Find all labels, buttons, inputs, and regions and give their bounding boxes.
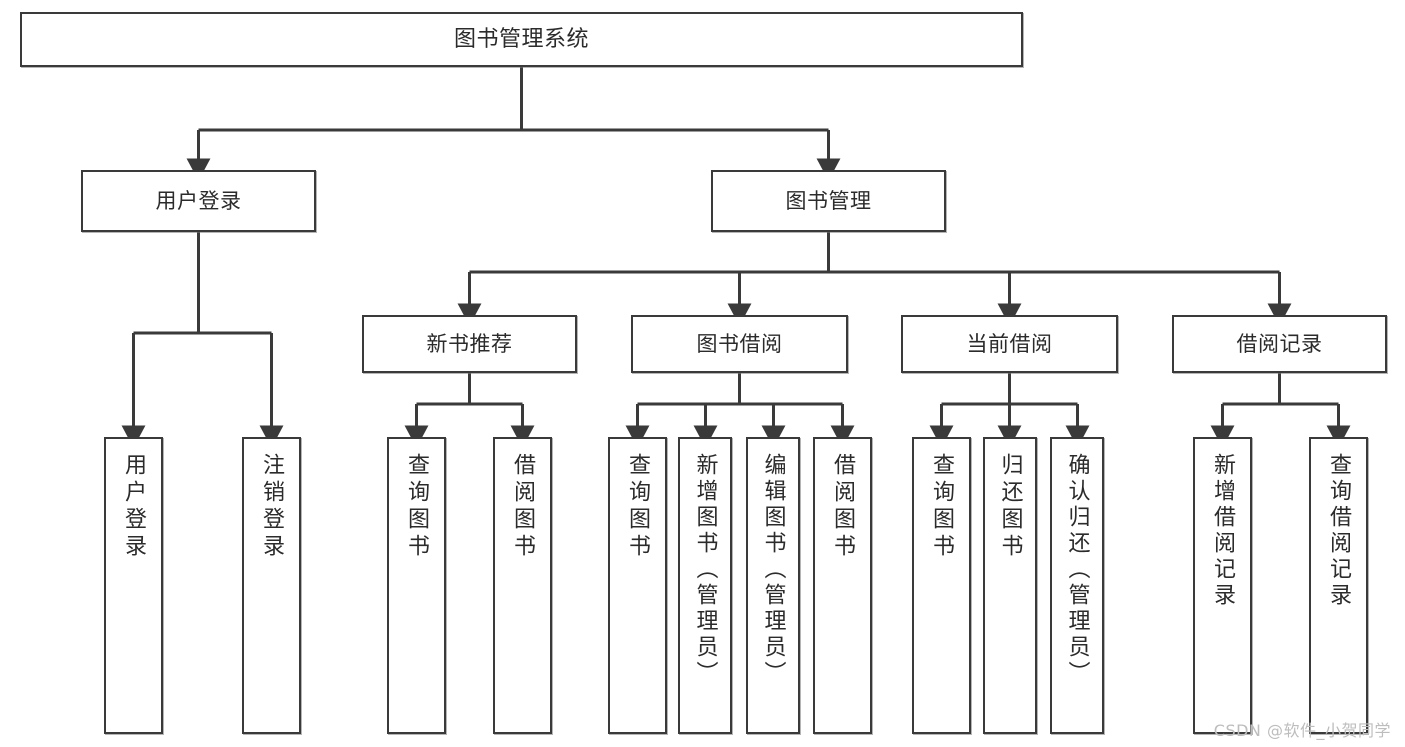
leaf-borrow-book[interactable]: 借阅图书 <box>813 437 872 734</box>
leaf-edit-book-admin[interactable]: 编辑图书（管理员） <box>746 437 800 734</box>
node-label: 查询图书 <box>625 453 651 561</box>
node-label: 图书管理系统 <box>453 26 589 52</box>
node-user-login[interactable]: 用户登录 <box>81 170 316 232</box>
leaf-add-borrow-record[interactable]: 新增借阅记录 <box>1193 437 1252 734</box>
node-label: 注销登录 <box>259 453 285 561</box>
leaf-logout[interactable]: 注销登录 <box>242 437 301 734</box>
leaf-user-login[interactable]: 用户登录 <box>104 437 163 734</box>
leaf-borrow-book-newbook[interactable]: 借阅图书 <box>493 437 552 734</box>
node-label: 新书推荐 <box>426 331 513 356</box>
leaf-query-book-borrow[interactable]: 查询图书 <box>608 437 667 734</box>
node-label: 图书管理 <box>785 188 872 213</box>
node-label: 新增借阅记录 <box>1210 453 1236 609</box>
node-label: 用户登录 <box>155 188 242 213</box>
node-label: 图书借阅 <box>696 331 783 356</box>
leaf-query-borrow-record[interactable]: 查询借阅记录 <box>1309 437 1368 734</box>
node-label: 当前借阅 <box>966 331 1053 356</box>
node-book-borrow[interactable]: 图书借阅 <box>631 315 848 373</box>
node-new-book-recommend[interactable]: 新书推荐 <box>362 315 577 373</box>
node-label: 借阅图书 <box>510 453 536 561</box>
node-root-system[interactable]: 图书管理系统 <box>20 12 1023 67</box>
node-label: 借阅记录 <box>1236 331 1323 356</box>
leaf-query-book-current[interactable]: 查询图书 <box>912 437 971 734</box>
node-label: 借阅图书 <box>830 453 856 561</box>
node-label: 确认归还（管理员） <box>1064 453 1090 687</box>
node-label: 用户登录 <box>121 453 147 561</box>
node-current-borrow[interactable]: 当前借阅 <box>901 315 1118 373</box>
leaf-add-book-admin[interactable]: 新增图书（管理员） <box>678 437 732 734</box>
node-label: 归还图书 <box>997 453 1023 561</box>
node-book-management[interactable]: 图书管理 <box>711 170 946 232</box>
watermark-text: CSDN @软件_小贺同学 <box>1213 721 1391 740</box>
node-label: 查询图书 <box>404 453 430 561</box>
node-label: 编辑图书（管理员） <box>760 453 786 687</box>
node-label: 查询借阅记录 <box>1326 453 1352 609</box>
leaf-query-book-newbook[interactable]: 查询图书 <box>387 437 446 734</box>
leaf-return-book[interactable]: 归还图书 <box>983 437 1037 734</box>
node-label: 新增图书（管理员） <box>692 453 718 687</box>
leaf-confirm-return-admin[interactable]: 确认归还（管理员） <box>1050 437 1104 734</box>
node-borrow-record[interactable]: 借阅记录 <box>1172 315 1387 373</box>
node-label: 查询图书 <box>929 453 955 561</box>
